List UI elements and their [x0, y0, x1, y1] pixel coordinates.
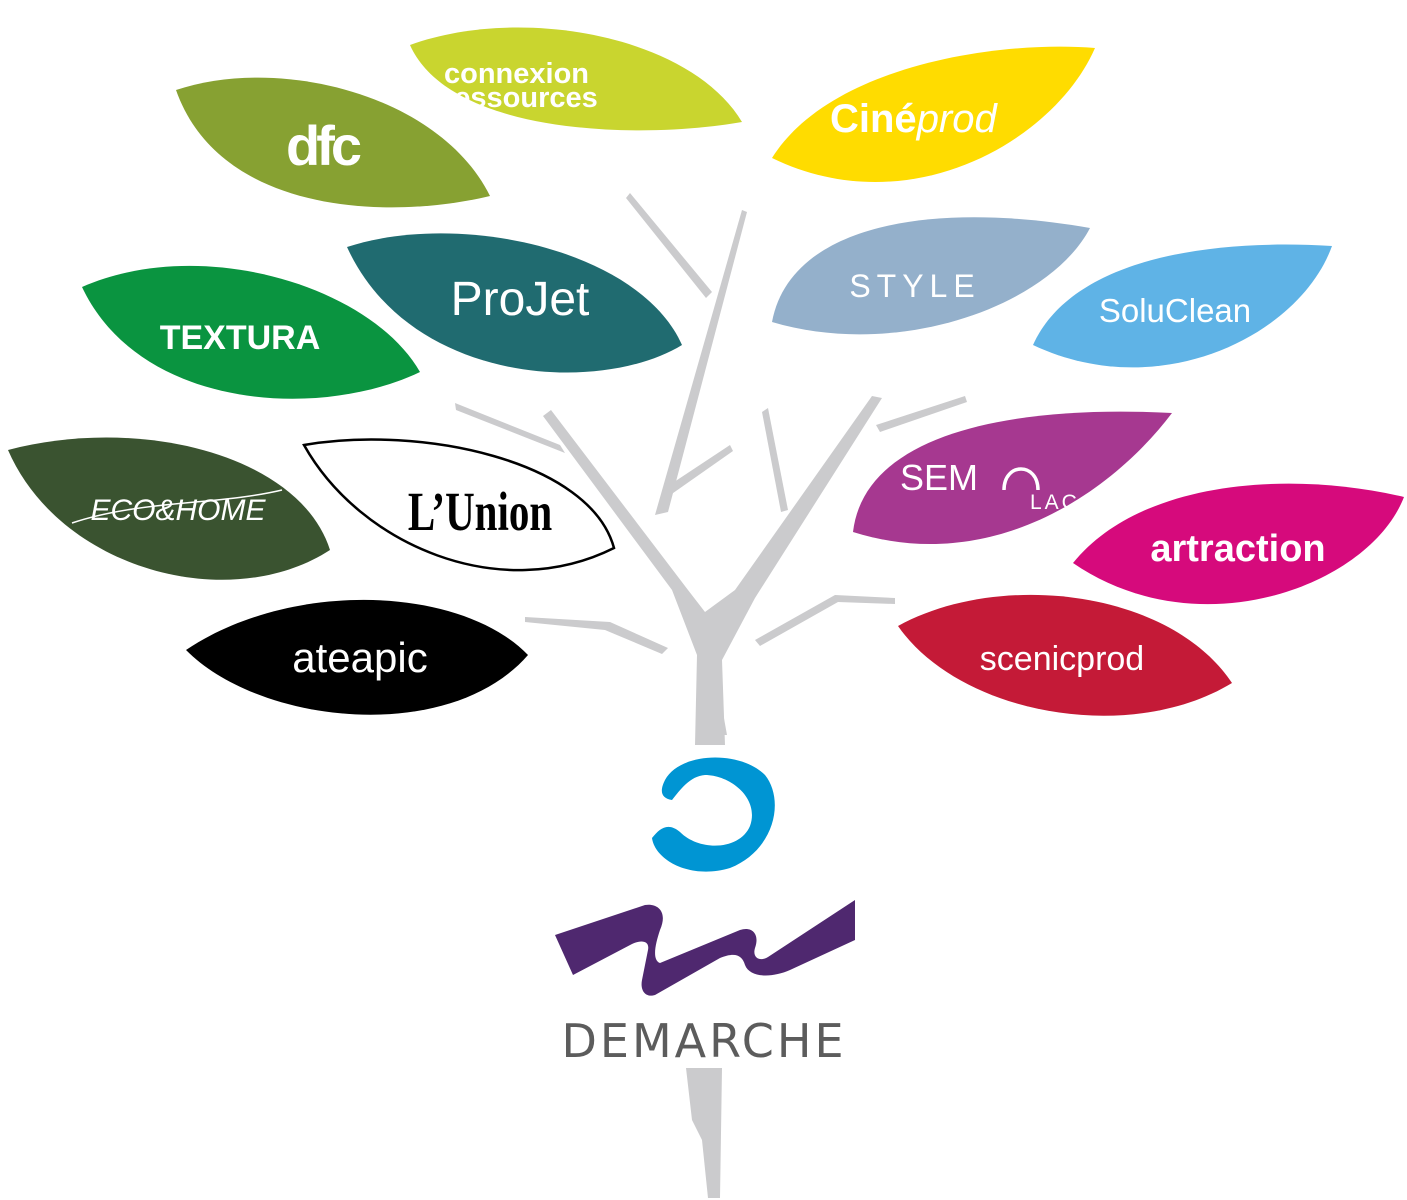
leaf-label: TEXTURA	[160, 319, 321, 357]
leaf-shape	[1033, 244, 1332, 368]
leaf-ateapic[interactable]: ateapic	[186, 599, 528, 715]
tree-trunk	[455, 193, 967, 1198]
leaf-shape	[898, 594, 1232, 716]
logo-brand-name: DEMARCHE	[561, 1014, 846, 1068]
leaf-dfc[interactable]: dfc	[176, 77, 490, 208]
branch-right-2	[876, 396, 967, 432]
branch-left-3	[455, 403, 565, 453]
leaf-label: artraction	[1150, 528, 1325, 570]
leaf-cineprod[interactable]: Cinéprod	[772, 46, 1095, 183]
ecohome-swoosh	[71, 489, 283, 524]
branch-left-5	[662, 445, 733, 498]
leaf-shape	[772, 217, 1090, 335]
trunk-lower	[686, 1068, 722, 1198]
leaf-shape	[82, 265, 420, 399]
branch-left-1	[655, 210, 747, 515]
branch-right-1	[762, 408, 788, 512]
branch-left-2	[626, 193, 712, 298]
leaf-shape	[176, 77, 490, 208]
leaf-label: dfc	[286, 114, 361, 177]
leaf-shape	[853, 411, 1172, 545]
leaf-label: ateapic	[292, 634, 427, 681]
demarche-logo: DEMARCHE	[555, 757, 855, 1068]
leaf-label: SEM	[900, 457, 978, 498]
leaf-label-line2: ressources	[443, 82, 598, 114]
leaf-shape	[1073, 483, 1404, 605]
leaf-label: Cinéprod	[830, 97, 999, 141]
leaf-label: ECO&HOME	[90, 494, 266, 527]
leaf-ecohome[interactable]: ECO&HOME	[8, 437, 330, 580]
leaf-connexion-ressources[interactable]: connexion ressources	[410, 27, 742, 131]
leaf-projet[interactable]: ProJet	[347, 233, 682, 373]
leaf-label-sub: LAC	[1030, 491, 1080, 514]
branch-left-4	[525, 617, 668, 654]
trunk-main	[543, 396, 882, 745]
leaf-label-line1: connexion	[444, 58, 589, 90]
semolac-arc	[1002, 467, 1040, 491]
leaf-textura[interactable]: TEXTURA	[82, 265, 420, 399]
logo-circle-icon	[652, 757, 775, 872]
leaf-label: L’Union	[408, 483, 552, 543]
leaf-shape	[8, 437, 330, 580]
leaf-semolac[interactable]: SEM LAC	[853, 411, 1172, 545]
logo-wave-icon	[555, 900, 855, 996]
leaf-style[interactable]: STYLE	[772, 217, 1090, 335]
leaf-shape	[347, 233, 682, 373]
leaf-shape	[772, 46, 1095, 183]
leaf-label: SoluClean	[1099, 292, 1251, 329]
branch-right-3	[755, 595, 895, 646]
leaf-label: scenicprod	[980, 640, 1144, 678]
leaf-label: ProJet	[451, 273, 590, 326]
leaf-artraction[interactable]: artraction	[1073, 483, 1404, 605]
leaf-label: STYLE	[849, 268, 980, 304]
leaf-lunion[interactable]: L’Union	[302, 438, 616, 572]
leaf-shape	[410, 27, 742, 131]
leaf-shape	[302, 438, 616, 572]
leaf-soluclean[interactable]: SoluClean	[1033, 244, 1332, 368]
leaf-shape	[186, 599, 528, 715]
leaf-scenicprod[interactable]: scenicprod	[898, 594, 1232, 716]
